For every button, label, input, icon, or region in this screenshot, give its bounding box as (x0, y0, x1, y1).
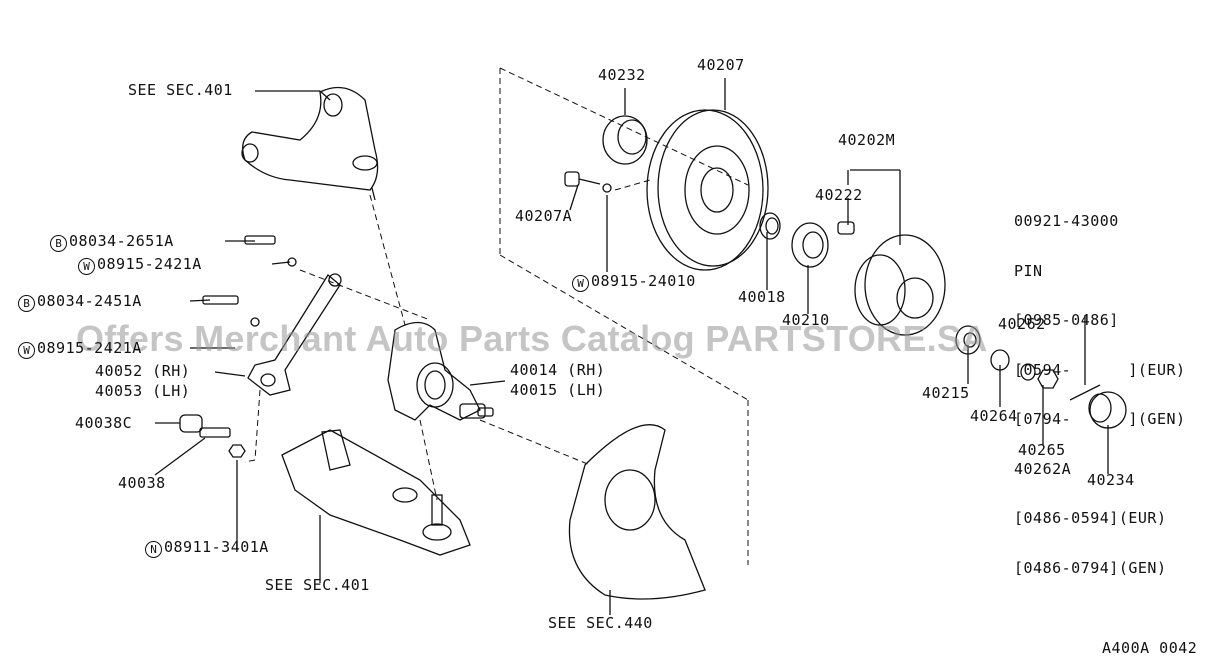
pin-block[interactable]: 00921-43000 PIN [0985-0486] [0594- ](EUR… (1014, 180, 1186, 593)
pin-line: PIN (1014, 261, 1043, 280)
figure-code: A400A 0042 (1102, 639, 1198, 657)
part-40202M[interactable]: 40202M (838, 131, 896, 149)
part-40018[interactable]: 40018 (738, 288, 786, 306)
part-number-label: 08911-3401A (164, 538, 269, 556)
part-40053[interactable]: 40053 (LH) (95, 382, 191, 400)
part-40052[interactable]: 40052 (RH) (95, 362, 191, 380)
part-40038[interactable]: 40038 (118, 474, 166, 492)
nut-badge-n: N (145, 541, 162, 558)
part-40207A[interactable]: 40207A (515, 207, 573, 225)
watermark-text: Offers Merchant Auto Parts Catalog PARTS… (76, 318, 988, 359)
part-40038C[interactable]: 40038C (75, 414, 133, 432)
pin-line: [0794- ](GEN) (1014, 410, 1186, 428)
part-40207[interactable]: 40207 (697, 56, 745, 74)
part-40262[interactable]: 40262 (998, 315, 1046, 333)
pin-line: [0985-0486] (1014, 311, 1119, 329)
part-number-label: 08915-2421A (37, 339, 142, 357)
pin-line: [0486-0794](GEN) (1014, 558, 1167, 577)
part-40015[interactable]: 40015 (LH) (510, 381, 606, 399)
pin-line: [0594- ](EUR) (1014, 360, 1186, 379)
part-number-label: 08034-2651A (69, 232, 174, 250)
part-number-label: 08915-24010 (591, 272, 696, 290)
pin-line: 00921-43000 (1014, 212, 1119, 230)
washer-badge-w: W (18, 342, 35, 359)
pin-line: 40262A (1014, 459, 1072, 478)
part-40264[interactable]: 40264 (970, 407, 1018, 425)
bolt-badge-b: B (50, 235, 67, 252)
bolt-badge-b: B (18, 295, 35, 312)
part-40232[interactable]: 40232 (598, 66, 646, 84)
washer-badge-w: W (572, 275, 589, 292)
part-number-label: 08034-2451A (37, 292, 142, 310)
part-40222[interactable]: 40222 (815, 186, 863, 204)
part-40265[interactable]: 40265 (1018, 441, 1066, 459)
part-40234[interactable]: 40234 (1087, 471, 1135, 489)
part-40215[interactable]: 40215 (922, 384, 970, 402)
label-see-sec-440[interactable]: SEE SEC.440 (548, 614, 653, 632)
label-see-sec-401-bottom[interactable]: SEE SEC.401 (265, 576, 370, 594)
part-40210[interactable]: 40210 (782, 311, 830, 329)
part-number-label: 08915-2421A (97, 255, 202, 273)
label-see-sec-401-top[interactable]: SEE SEC.401 (128, 81, 233, 99)
part-40014[interactable]: 40014 (RH) (510, 361, 606, 379)
pin-line: [0486-0594](EUR) (1014, 509, 1167, 527)
washer-badge-w: W (78, 258, 95, 275)
